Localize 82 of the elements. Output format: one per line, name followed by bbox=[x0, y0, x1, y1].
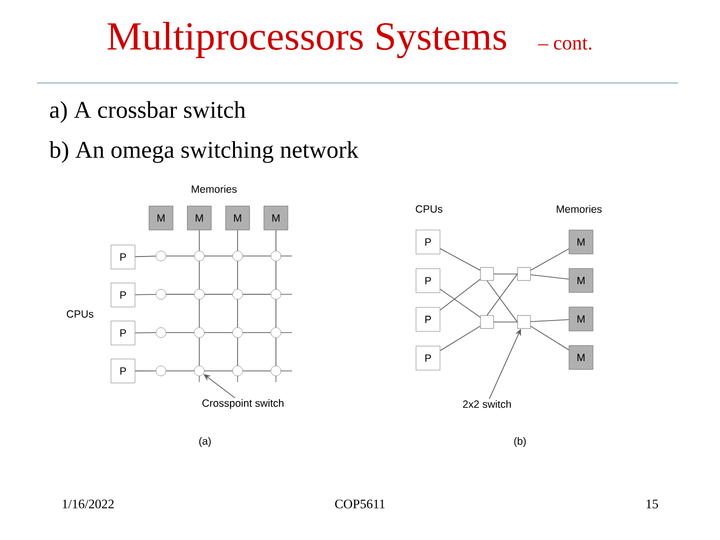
connector-line bbox=[242, 332, 272, 333]
axis-label: CPUs bbox=[416, 205, 442, 213]
memory-box: M bbox=[568, 268, 594, 293]
connector-line bbox=[440, 248, 481, 271]
footer-text: COP5611 bbox=[335, 500, 385, 508]
connector-line bbox=[204, 332, 233, 333]
connector-line bbox=[204, 294, 233, 295]
connector-line bbox=[134, 332, 156, 334]
cpu-box: P bbox=[110, 358, 136, 384]
connector-line bbox=[166, 370, 195, 372]
crosspoint-circle bbox=[232, 366, 243, 376]
crosspoint-circle bbox=[232, 250, 243, 262]
connector-line bbox=[440, 288, 481, 318]
connector-line bbox=[440, 278, 481, 310]
crosspoint-circle bbox=[156, 250, 166, 262]
cpu-box: P bbox=[416, 268, 440, 293]
slide-title: Multiprocessors Systems bbox=[108, 22, 506, 58]
connector-line bbox=[242, 370, 272, 372]
crosspoint-circle bbox=[194, 327, 204, 338]
connector-line bbox=[198, 337, 200, 366]
connector-line bbox=[166, 332, 195, 333]
switch-box bbox=[480, 315, 494, 329]
crosspoint-circle bbox=[232, 327, 243, 338]
connector-line bbox=[134, 294, 156, 296]
connector-line bbox=[204, 370, 233, 372]
crosspoint-circle bbox=[156, 366, 166, 376]
page-number: 15 bbox=[646, 500, 658, 508]
list-item: a) A crossbar switch bbox=[50, 101, 246, 123]
axis-label: CPUs bbox=[66, 310, 94, 318]
crosspoint-circle bbox=[194, 366, 204, 376]
connector-line bbox=[440, 326, 481, 352]
switch-box bbox=[517, 267, 531, 281]
memory-box: M bbox=[187, 206, 212, 230]
switch-box bbox=[480, 267, 494, 281]
cpu-box: P bbox=[110, 282, 136, 308]
switch-box bbox=[517, 315, 531, 329]
connector-line bbox=[198, 230, 200, 252]
crosspoint-circle bbox=[156, 289, 166, 300]
connector-line bbox=[166, 294, 195, 295]
crosspoint-circle bbox=[270, 366, 282, 376]
memory-box: M bbox=[568, 345, 594, 370]
axis-label: Memories bbox=[556, 205, 602, 213]
switch-label: Crosspoint switch bbox=[202, 399, 284, 409]
connector-line bbox=[237, 260, 238, 290]
cpu-box: P bbox=[416, 307, 440, 332]
axis-label: Memories bbox=[192, 185, 237, 193]
memory-box: M bbox=[568, 306, 594, 332]
list-item: b) An omega switching network bbox=[49, 141, 358, 163]
connector-line bbox=[237, 299, 238, 328]
memory-box: M bbox=[225, 206, 250, 230]
connector-line bbox=[530, 326, 570, 350]
footer-date: 1/16/2022 bbox=[62, 500, 114, 508]
connector-line bbox=[242, 294, 272, 295]
connector-line bbox=[486, 280, 518, 322]
crosspoint-circle bbox=[270, 289, 282, 300]
connector-line bbox=[237, 230, 238, 252]
cpu-box: P bbox=[416, 346, 440, 370]
connector-line bbox=[134, 256, 156, 258]
switch-label: 2x2 switch bbox=[463, 400, 511, 408]
memory-box: M bbox=[264, 206, 288, 230]
connector-line bbox=[530, 248, 570, 271]
memory-box: M bbox=[148, 206, 174, 230]
panel-label: (b) bbox=[514, 437, 526, 447]
cpu-box: P bbox=[110, 244, 136, 270]
connector-line bbox=[198, 299, 200, 328]
crosspoint-circle bbox=[156, 327, 166, 338]
crosspoint-circle bbox=[194, 289, 204, 300]
panel-label: (a) bbox=[199, 437, 211, 447]
crosspoint-circle bbox=[194, 250, 204, 262]
memory-box: M bbox=[568, 230, 594, 254]
cpu-box: P bbox=[416, 230, 440, 254]
connector-line bbox=[134, 370, 156, 372]
title-suffix: – cont. bbox=[538, 38, 592, 50]
connector-line bbox=[198, 260, 200, 290]
crosspoint-circle bbox=[270, 327, 282, 338]
crosspoint-circle bbox=[270, 250, 282, 262]
connector-line bbox=[530, 319, 570, 322]
cpu-box: P bbox=[110, 320, 136, 346]
crosspoint-circle bbox=[232, 289, 243, 300]
connector-line bbox=[486, 274, 518, 316]
connector-line bbox=[530, 274, 570, 280]
connector-line bbox=[237, 337, 238, 366]
